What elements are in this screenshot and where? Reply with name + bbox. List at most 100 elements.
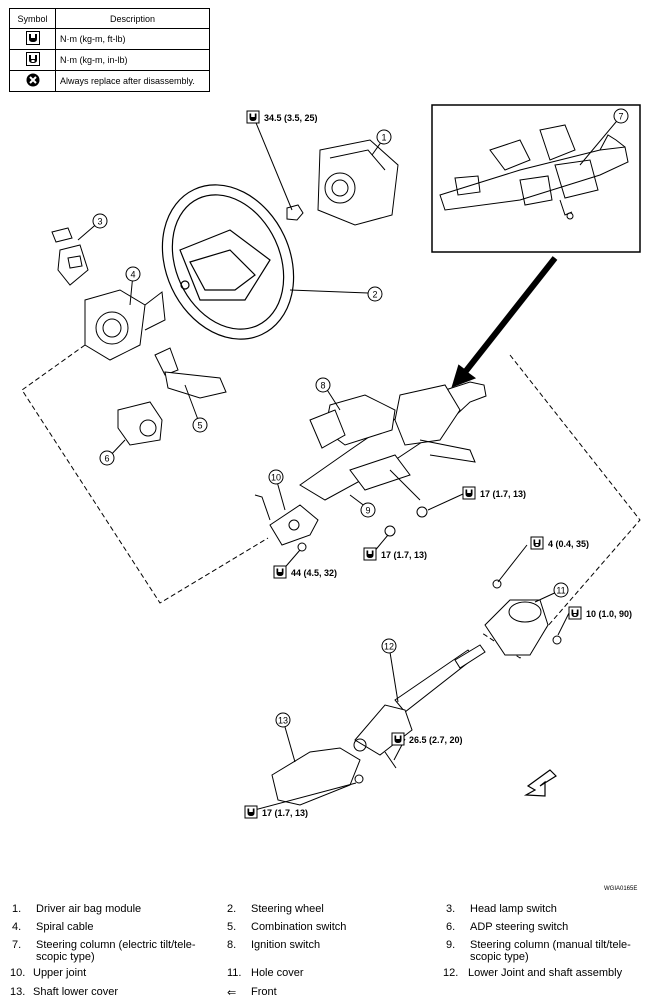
callout-label: 9: [365, 506, 370, 516]
legend-num: 6.: [446, 921, 456, 933]
upper-joint-drawing: [254, 494, 319, 552]
callout-label: 2: [372, 290, 377, 300]
legend-text: Hole cover: [251, 967, 304, 979]
steering-column-drawing: [299, 381, 487, 501]
legend-text: Shaft lower cover: [33, 986, 118, 998]
column-nut-center-drawing: [384, 525, 396, 537]
callout-10: 10: [268, 469, 284, 485]
legend-row: 13. Shaft lower cover ⇐ Front: [0, 986, 655, 1001]
combination-switch-drawing: [154, 347, 227, 399]
callout-label: 4: [130, 270, 135, 280]
wheel-nut-drawing: [286, 204, 304, 221]
callout-label: 1: [381, 133, 386, 143]
legend-num: 3.: [446, 903, 456, 915]
legend-text: Steering column (electric tilt/tele-scop…: [36, 939, 196, 963]
replace-x-icon: [26, 73, 39, 87]
legend-text: Front: [251, 986, 277, 998]
torque-column-nut-right: 17 (1.7, 13): [462, 486, 526, 500]
callout-5: 5: [192, 417, 208, 433]
exploded-diagram: 1 2 3 4 5 6 7 8 9 10 11 12: [21, 104, 641, 819]
callout-label: 5: [197, 421, 202, 431]
lower-shaft-drawing: [353, 644, 486, 769]
legend-num: 5.: [227, 921, 237, 933]
steering-wheel-drawing: [161, 184, 295, 340]
callout-label: 8: [320, 381, 325, 391]
legend-text: Upper joint: [33, 967, 87, 979]
legend-text: Steering column (manual tilt/tele-scopic…: [470, 939, 631, 963]
callout-6: 6: [99, 450, 115, 466]
callout-label: 6: [104, 454, 109, 464]
legend-num: 13.: [10, 986, 26, 998]
legend-row: 10. Upper joint 11. Hole cover 12. Lower…: [0, 967, 655, 982]
torque-wrench-ftlb-icon: [25, 31, 40, 45]
torque-value: 4 (0.4, 35): [548, 539, 589, 549]
callout-1: 1: [376, 129, 392, 145]
legend-num: 1.: [12, 903, 22, 915]
torque-value: 17 (1.7, 13): [381, 550, 427, 560]
legend-row: 4. Spiral cable 5. Combination switch 6.…: [0, 921, 655, 936]
hole-cover-drawing: [484, 579, 562, 656]
torque-value: 34.5 (3.5, 25): [264, 113, 318, 123]
air-bag-module-drawing: [317, 139, 399, 226]
callout-label: 11: [556, 586, 565, 596]
symbol-table-header: Symbol Description: [9, 8, 210, 29]
head-lamp-switch-drawing: [51, 227, 89, 286]
inset-pointer-shaft: [459, 256, 558, 378]
adp-switch-drawing: [117, 401, 163, 446]
callout-11: 11: [553, 582, 569, 598]
torque-hole-cover-left: 4 (0.4, 35): [530, 536, 589, 550]
legend-row: 1. Driver air bag module 2. Steering whe…: [0, 903, 655, 918]
torque-steering-wheel-nut: 34.5 (3.5, 25): [246, 110, 318, 124]
legend-num: 7.: [12, 939, 22, 951]
callout-7: 7: [613, 108, 629, 124]
callout-13: 13: [275, 712, 291, 728]
leader-lines: [77, 115, 622, 813]
callout-12: 12: [381, 638, 397, 654]
legend-num: 10.: [10, 967, 26, 979]
callout-8: 8: [315, 377, 331, 393]
legend-text: ADP steering switch: [470, 921, 569, 933]
inset-column-drawing: [439, 124, 629, 220]
legend-text: Spiral cable: [36, 921, 94, 933]
assembly-dash-lines: [21, 344, 641, 659]
legend-num: 12.: [443, 967, 459, 979]
callout-3: 3: [92, 213, 108, 229]
torque-value: 10 (1.0, 90): [586, 609, 632, 619]
spiral-cable-drawing: [84, 289, 166, 361]
torque-value: 26.5 (2.7, 20): [409, 735, 463, 745]
torque-upper-joint-nut: 44 (4.5, 32): [273, 565, 337, 579]
symbol-row: Always replace after disassembly.: [9, 70, 210, 92]
callout-4: 4: [125, 266, 141, 282]
callout-2: 2: [367, 286, 383, 302]
callout-label: 7: [618, 112, 623, 122]
legend-text: Lower Joint and shaft assembly: [468, 967, 623, 979]
front-direction-arrow: [523, 769, 557, 797]
callout-label: 13: [278, 716, 288, 726]
shaft-lower-cover-drawing: [271, 747, 364, 806]
legend-text: Ignition switch: [251, 939, 321, 951]
symbol-row: N·m (kg-m, ft-lb): [9, 28, 210, 50]
legend-text: Steering wheel: [251, 903, 324, 915]
callout-label: 3: [97, 217, 102, 227]
symbol-table: Symbol Description N·m (kg-m, ft-lb) N·m…: [9, 8, 210, 92]
torque-lower-joint-bolt: 26.5 (2.7, 20): [391, 732, 463, 746]
torque-value: 17 (1.7, 13): [480, 489, 526, 499]
callout-label: 12: [384, 642, 394, 652]
torque-value: 17 (1.7, 13): [262, 808, 308, 818]
legend-num: 11.: [227, 967, 242, 979]
torque-wrench-inlb-icon: [25, 52, 40, 66]
figure-id: WGIA0165E: [604, 886, 638, 892]
symbol-cell: [9, 28, 56, 50]
legend-num: 2.: [227, 903, 237, 915]
legend-row: 7. Steering column (electric tilt/tele-s…: [0, 939, 655, 963]
legend-text: Driver air bag module: [36, 903, 142, 915]
legend-num: 8.: [227, 939, 237, 951]
symbol-desc: Always replace after disassembly.: [55, 70, 210, 92]
torque-hole-cover-right: 10 (1.0, 90): [568, 606, 632, 620]
torque-column-nut-center: 17 (1.7, 13): [363, 547, 427, 561]
callout-label: 10: [271, 473, 281, 483]
legend-num: 4.: [12, 921, 22, 933]
callout-9: 9: [360, 502, 376, 518]
column-nut-right-drawing: [416, 506, 428, 518]
front-arrow-icon: ⇐: [227, 987, 237, 999]
